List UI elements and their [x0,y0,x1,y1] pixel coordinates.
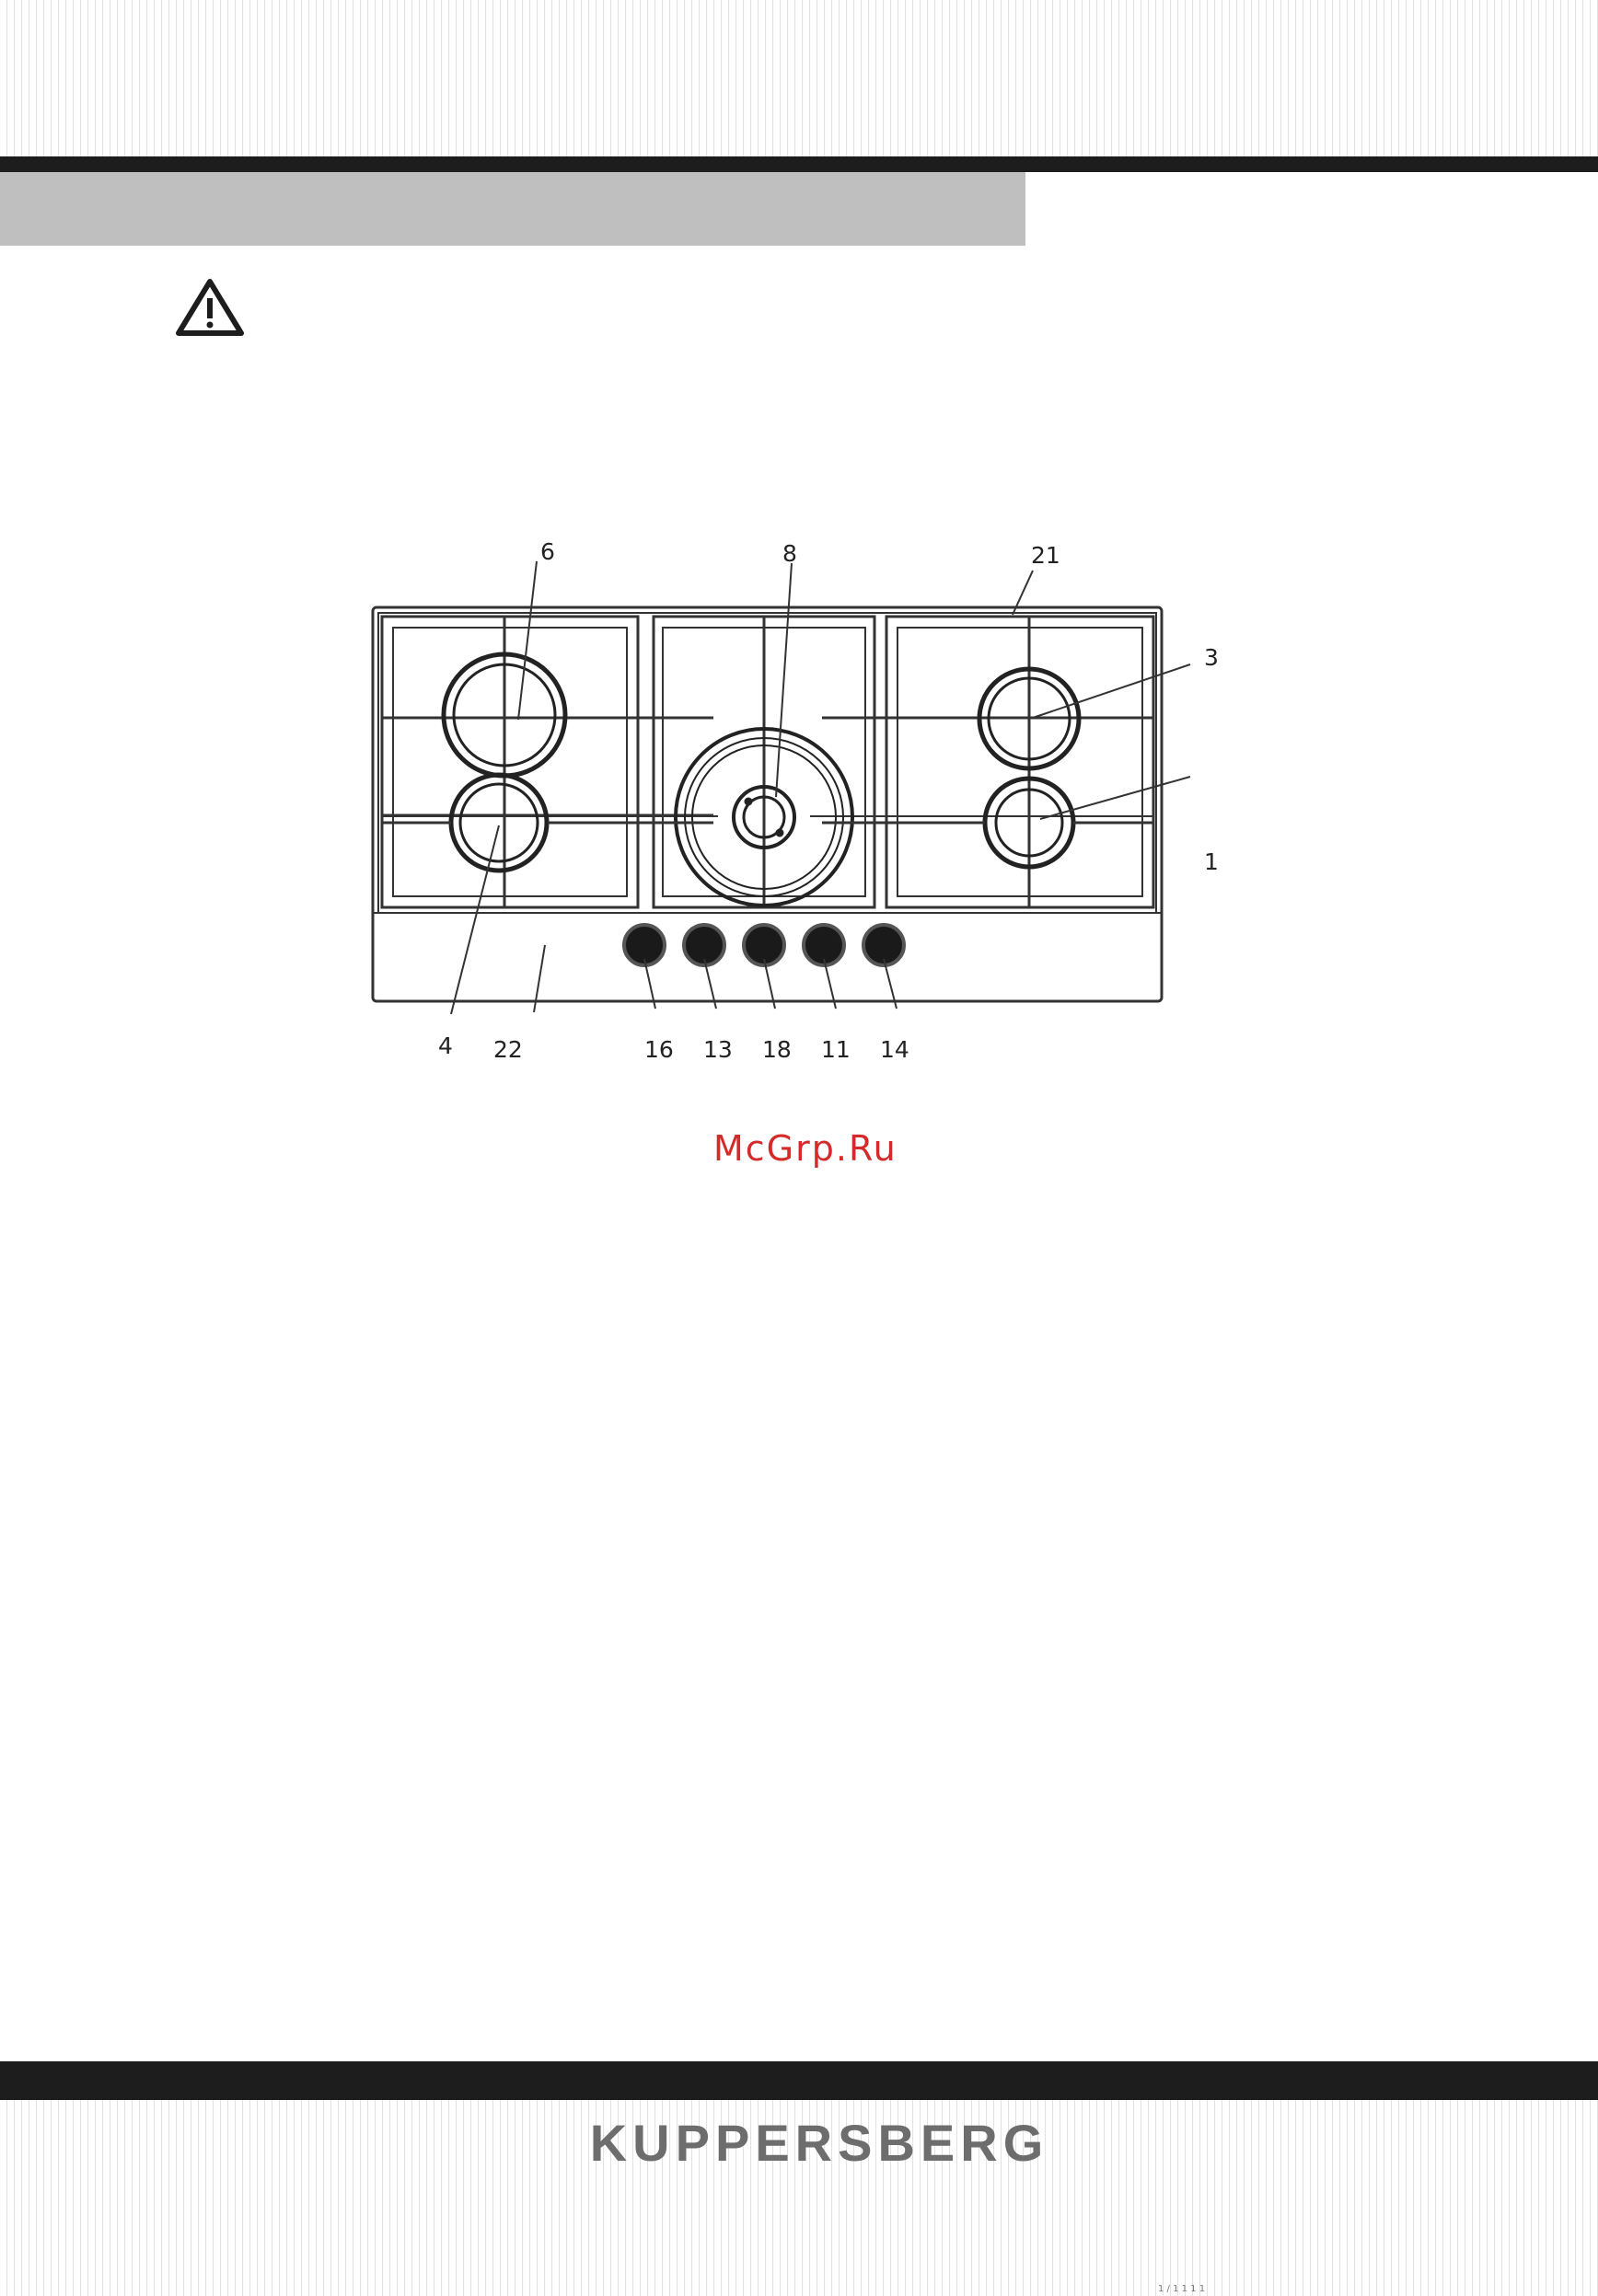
callout-4: 4 [438,1033,453,1059]
callout-6: 6 [540,538,555,565]
section-header-band [0,172,1025,246]
callout-8: 8 [782,540,797,567]
callout-14: 14 [880,1036,909,1063]
warning-triangle-icon [175,278,245,337]
callout-18: 18 [762,1036,792,1063]
burner-front-left [451,775,547,871]
callout-11: 11 [821,1036,851,1063]
callout-22: 22 [493,1036,523,1063]
callout-13: 13 [703,1036,733,1063]
callout-21: 21 [1031,542,1060,569]
bottom-dark-bar [0,2061,1598,2100]
top-dark-bar [0,156,1598,172]
callout-16: 16 [644,1036,674,1063]
callout-1: 1 [1204,848,1219,875]
callout-3: 3 [1204,644,1219,671]
top-stripe-pattern [0,0,1598,156]
hob-diagram: 6 8 21 3 1 4 22 16 13 18 11 14 [350,525,1252,1187]
watermark-text: McGrp.Ru [713,1128,897,1169]
footer-fine-print: 1 / 1 1 1 1 [1158,2284,1205,2294]
brand-logo: KUPPERSBERG [0,2113,1598,2173]
